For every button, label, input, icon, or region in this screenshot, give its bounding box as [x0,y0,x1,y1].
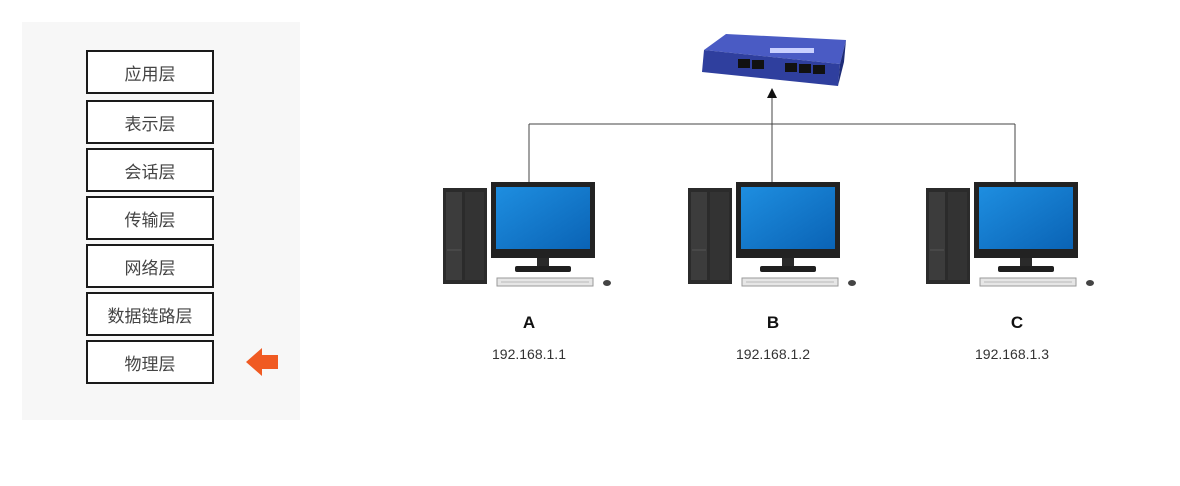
layer-session: 会话层 [86,148,214,192]
computer-name-c: C [1010,313,1024,332]
desktop-computer-icon [925,181,1095,287]
computer-ip-c: 192.168.1.3 [975,346,1049,362]
desktop-computer-icon [687,181,857,287]
desktop-computer-icon [442,181,612,287]
layer-presentation: 表示层 [86,100,214,144]
layer-data-link: 数据链路层 [86,292,214,336]
computer-ip-b: 192.168.1.2 [736,346,810,362]
computer-ip-a: 192.168.1.1 [492,346,566,362]
layer-network: 网络层 [86,244,214,288]
layer-application: 应用层 [86,50,214,94]
uplink-arrowhead [767,88,777,98]
layer-transport: 传输层 [86,196,214,240]
layer-physical: 物理层 [86,340,214,384]
bus-lines [528,96,1016,182]
network-switch-icon [702,34,846,86]
left-arrow-icon [246,348,278,376]
computer-name-a: A [522,313,536,332]
computer-name-b: B [766,313,780,332]
